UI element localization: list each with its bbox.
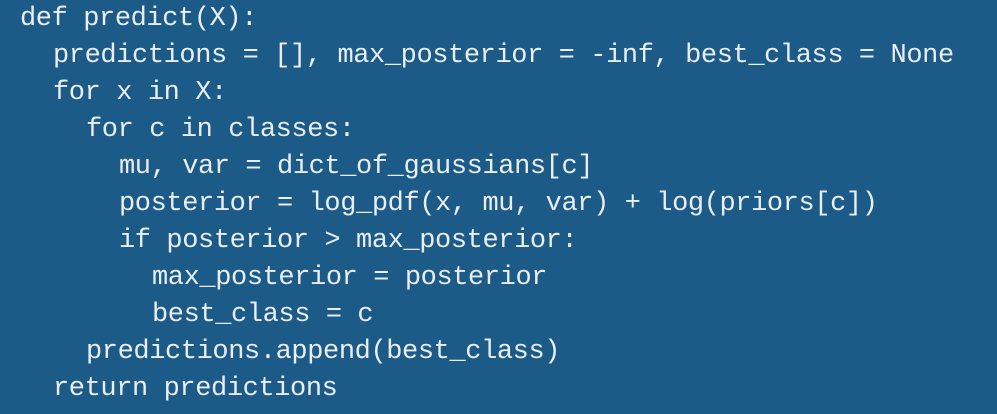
code-line-init: predictions = [], max_posterior = -inf, … (53, 41, 954, 71)
code-line-append: predictions.append(best_class) (86, 337, 561, 367)
code-line-mu-var: mu, var = dict_of_gaussians[c] (119, 152, 594, 182)
code-line-posterior: posterior = log_pdf(x, mu, var) + log(pr… (119, 189, 878, 219)
code-line-def: def predict(X): (20, 4, 258, 34)
code-line-best-class: best_class = c (152, 300, 374, 330)
code-line-return: return predictions (53, 374, 338, 404)
code-line-for-x: for x in X: (53, 78, 227, 108)
code-line-max-posterior: max_posterior = posterior (152, 263, 548, 293)
code-line-if: if posterior > max_posterior: (119, 226, 578, 256)
code-line-for-c: for c in classes: (86, 115, 355, 145)
